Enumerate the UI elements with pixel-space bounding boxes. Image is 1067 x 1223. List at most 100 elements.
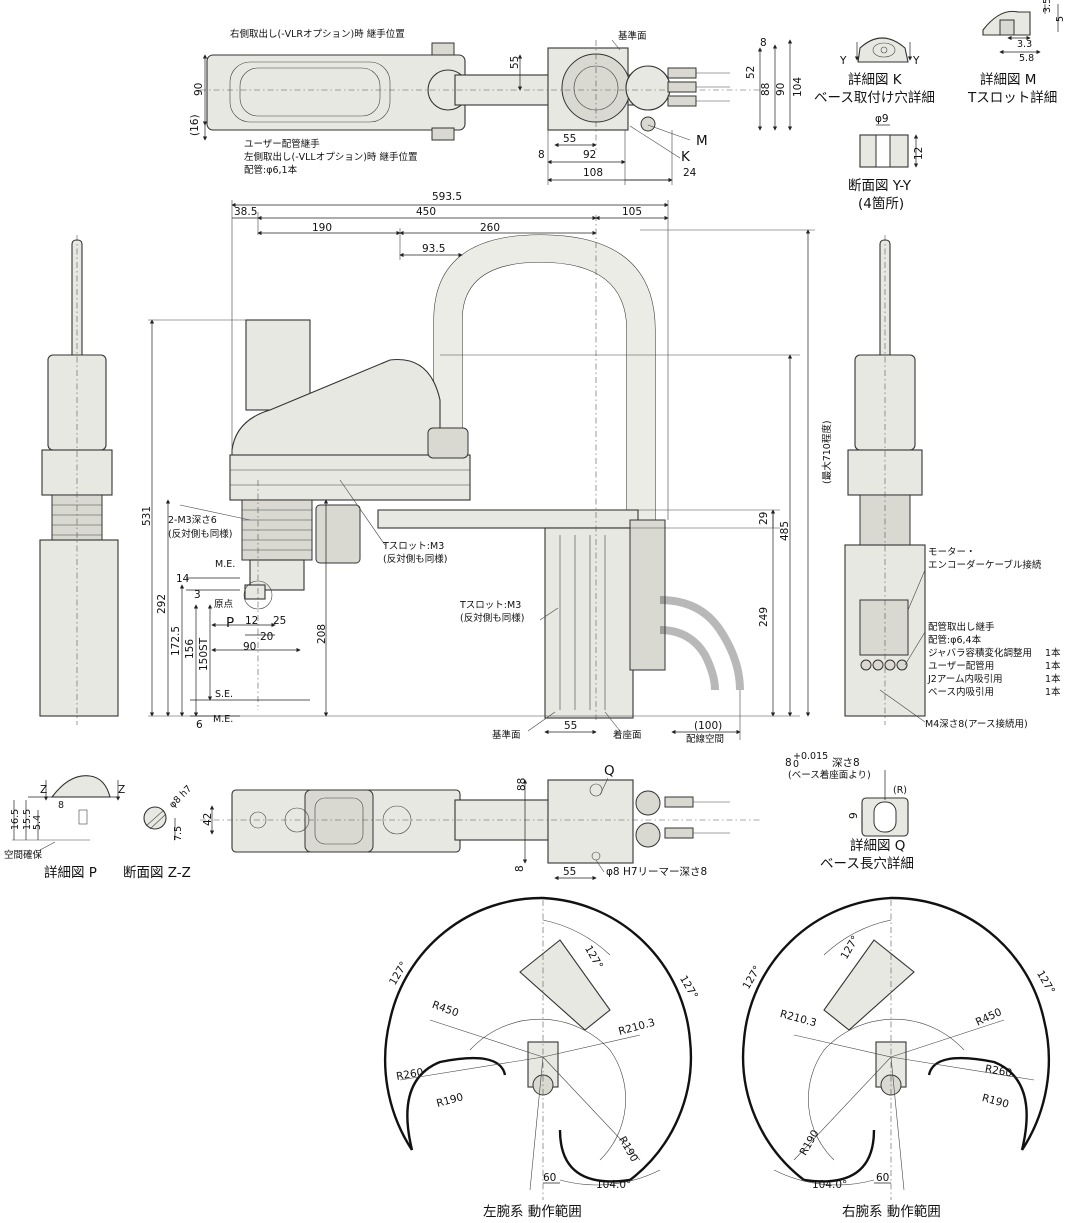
detail-p-z1: Z xyxy=(40,784,47,796)
label-m: M xyxy=(696,133,708,149)
dim-top-90: 90 xyxy=(193,83,205,96)
dim-20: 20 xyxy=(260,631,273,643)
detail-m-subtitle: Tスロット詳細 xyxy=(967,90,1057,106)
dim-93-5: 93.5 xyxy=(422,243,445,255)
m3-note: 2-M3深さ6 xyxy=(168,515,217,526)
bottom-8: 8 xyxy=(514,865,526,872)
dim-156: 156 xyxy=(184,639,196,659)
detail-q-depth: 深さ8 xyxy=(832,757,860,769)
range-right-104: 104.0° xyxy=(812,1179,847,1191)
detail-k-subtitle: ベース取付け穴詳細 xyxy=(814,90,935,106)
range-right-127c: 127° xyxy=(1034,968,1057,996)
dim-172-5: 172.5 xyxy=(170,626,182,656)
motor-cable-1: モーター・ xyxy=(928,547,976,558)
pipe-joint: 配管取出し継手 xyxy=(928,621,995,633)
pipe-row-3: ベース内吸引用 xyxy=(928,686,994,698)
range-right-r190: R190 xyxy=(981,1092,1011,1111)
dim-top-24: 24 xyxy=(683,167,697,179)
pipe-row-1: ユーザー配管用 xyxy=(928,660,994,672)
range-right-127b: 127° xyxy=(839,934,862,962)
range-right-60: 60 xyxy=(876,1172,889,1184)
detail-q-tol-sub: 0 xyxy=(793,759,799,770)
side-seat-face: 着座面 xyxy=(613,729,642,741)
tslot2: Tスロット:M3 xyxy=(459,600,521,611)
detail-p-title: 詳細図 P xyxy=(44,865,97,881)
detail-q-from: (ベース着座面より) xyxy=(788,769,871,781)
dim-25: 25 xyxy=(273,615,286,627)
dim-top-108: 108 xyxy=(583,167,603,179)
section-yy-phi9: φ9 xyxy=(875,113,889,125)
dim-top-8a: 8 xyxy=(760,37,767,49)
dim-3: 3 xyxy=(194,589,201,601)
note-right-outlet: 右側取出し(-VLRオプション)時 継手位置 xyxy=(230,28,405,40)
detail-p-circle xyxy=(243,580,273,610)
detail-p-clearance: 空間確保 xyxy=(4,849,43,861)
section-yy-title: 断面図 Y-Y xyxy=(848,178,912,194)
dim-top-55: 55 xyxy=(509,56,521,69)
pipe-spec: 配管:φ6,4本 xyxy=(928,634,982,646)
bottom-88: 88 xyxy=(516,778,528,791)
note-piping: 配管:φ6,1本 xyxy=(244,164,298,176)
me2-label: M.E. xyxy=(213,714,233,725)
motor-cable-2: エンコーダーケーブル接続 xyxy=(928,559,1042,571)
detail-q-9: 9 xyxy=(848,812,860,819)
range-left-r260: R260 xyxy=(395,1066,424,1083)
range-right-r260: R260 xyxy=(984,1063,1013,1080)
section-yy xyxy=(859,124,919,168)
arm-body-side xyxy=(229,454,471,501)
se-label: S.E. xyxy=(215,689,233,700)
tslot1: Tスロット:M3 xyxy=(382,541,444,552)
top-view xyxy=(200,39,793,185)
pipe-row-0-count: 1本 xyxy=(1045,647,1061,659)
dim-593-5: 593.5 xyxy=(432,191,462,203)
dim-top-92: 92 xyxy=(583,149,596,161)
dim-29: 29 xyxy=(758,512,770,525)
rear-view xyxy=(844,235,926,725)
range-left-r190: R190 xyxy=(435,1091,465,1110)
range-left-r190b: R190 xyxy=(616,1134,640,1164)
detail-m-title: 詳細図 M xyxy=(980,72,1036,88)
arm-body-top xyxy=(206,54,466,131)
bottom-42: 42 xyxy=(202,813,214,826)
tslot2b: (反対側も同様) xyxy=(460,612,524,624)
range-right-title: 右腕系 動作範囲 xyxy=(842,1204,941,1220)
section-zz-phi8: φ8 h7 xyxy=(167,783,194,810)
joint2-top xyxy=(625,65,671,111)
wiring-space: 配線空間 xyxy=(686,733,724,745)
dim-531: 531 xyxy=(141,506,153,526)
detail-k-y1: Y xyxy=(839,55,847,67)
range-left xyxy=(383,896,693,1200)
dim-90: 90 xyxy=(243,641,256,653)
pipe-row-3-count: 1本 xyxy=(1045,686,1061,698)
section-zz-title: 断面図 Z-Z xyxy=(123,865,191,881)
detail-p-5-4: 5.4 xyxy=(32,815,43,830)
detail-p-15-5: 15.5 xyxy=(22,809,33,830)
range-right-127a: 127° xyxy=(741,964,764,992)
range-left-r210: R210.3 xyxy=(617,1017,656,1038)
dim-top-8b: 8 xyxy=(538,149,545,161)
dim-14: 14 xyxy=(176,573,190,585)
dim-208: 208 xyxy=(316,624,328,644)
max-710: (最大710程度) xyxy=(821,420,833,484)
pipe-row-2-count: 1本 xyxy=(1045,673,1061,685)
dim-top-90r: 90 xyxy=(775,83,787,96)
pipe-row-1-count: 1本 xyxy=(1045,660,1061,672)
detail-k-y2: Y xyxy=(912,55,920,67)
detail-q-tol-sup: +0.015 xyxy=(793,751,828,762)
detail-q xyxy=(861,770,909,837)
dim-top-16: (16) xyxy=(189,114,201,136)
label-k: K xyxy=(681,149,691,165)
bottom-reamer: φ8 H7リーマー深さ8 xyxy=(606,866,707,878)
dim-249: 249 xyxy=(758,607,770,627)
dim-485: 485 xyxy=(779,521,791,541)
detail-q-8: 8 xyxy=(785,757,792,769)
detail-p xyxy=(12,775,121,851)
detail-m-3-3: 3.3 xyxy=(1017,39,1032,50)
arm-link-side xyxy=(377,509,639,529)
dim-190: 190 xyxy=(312,222,332,234)
detail-m-5-8: 5.8 xyxy=(1019,53,1034,64)
p-label: P xyxy=(226,615,234,631)
detail-p-z2: Z xyxy=(118,784,125,796)
